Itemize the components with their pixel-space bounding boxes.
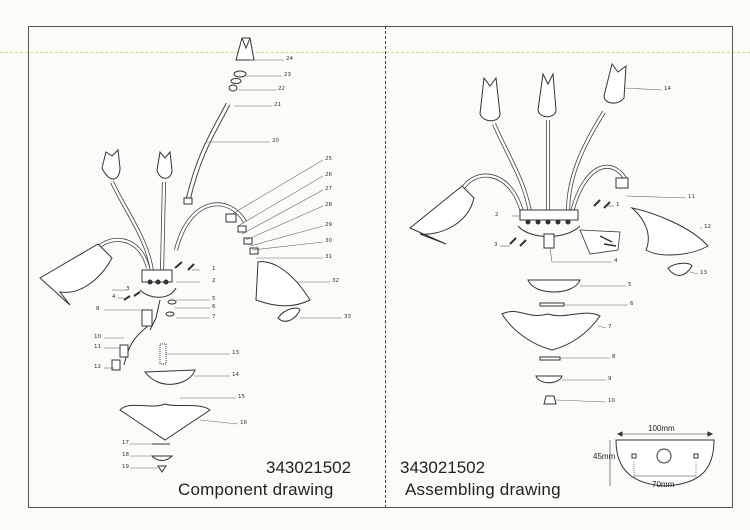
callout-15: 15 xyxy=(238,394,245,400)
callout-r1: 1 xyxy=(616,202,620,208)
callout-r13: 13 xyxy=(700,270,707,276)
callout-r11: 11 xyxy=(688,194,695,200)
callout-28: 28 xyxy=(325,202,332,208)
callout-22: 22 xyxy=(278,86,285,92)
callout-r5: 5 xyxy=(628,282,632,288)
callout-12: 12 xyxy=(94,364,101,370)
callout-23: 23 xyxy=(284,72,291,78)
callout-13: 13 xyxy=(232,350,239,356)
callout-25: 25 xyxy=(325,156,332,162)
assembled-fixture xyxy=(409,62,715,487)
left-leaders xyxy=(104,59,342,469)
callout-24: 24 xyxy=(286,56,293,62)
callout-26: 26 xyxy=(325,172,332,178)
callout-1: 1 xyxy=(212,266,216,272)
callout-r4: 4 xyxy=(614,258,618,264)
callout-20: 20 xyxy=(272,138,279,144)
callout-31: 31 xyxy=(325,254,332,260)
callout-18: 18 xyxy=(122,452,129,458)
callout-r8: 8 xyxy=(612,354,616,360)
callout-r6: 6 xyxy=(630,301,634,307)
assembling-page xyxy=(386,26,733,508)
callout-21: 21 xyxy=(274,102,281,108)
callout-r7: 7 xyxy=(608,324,612,330)
dimension-width-top: 100mm xyxy=(648,424,675,433)
exploded-arm xyxy=(183,37,255,205)
callout-r10: 10 xyxy=(608,398,615,404)
callout-r12: 12 xyxy=(704,224,711,230)
dimension-height: 45mm xyxy=(593,452,616,461)
right-drawing-number: 343021502 xyxy=(400,458,486,477)
callout-2: 2 xyxy=(212,278,216,284)
left-drawing-caption: Component drawing xyxy=(178,480,334,499)
callout-17: 17 xyxy=(122,440,129,446)
callout-19: 19 xyxy=(122,464,129,470)
right-drawing-caption: Assembling drawing xyxy=(405,480,561,499)
callout-33: 33 xyxy=(344,314,351,320)
callout-r14: 14 xyxy=(664,86,671,92)
callout-27: 27 xyxy=(325,186,332,192)
callout-7: 7 xyxy=(212,314,216,320)
callout-14: 14 xyxy=(232,372,239,378)
callout-4: 4 xyxy=(112,294,116,300)
callout-29: 29 xyxy=(325,222,332,228)
left-drawing-number: 343021502 xyxy=(266,458,352,477)
callout-11: 11 xyxy=(94,344,101,350)
page-fold xyxy=(385,26,386,508)
callout-30: 30 xyxy=(325,238,332,244)
dimension-width-bottom: 70mm xyxy=(652,480,675,489)
callout-10: 10 xyxy=(94,334,101,340)
callout-6: 6 xyxy=(212,304,216,310)
component-page xyxy=(28,26,386,508)
callout-5: 5 xyxy=(212,296,216,302)
scan-guide-line xyxy=(0,52,750,53)
callout-r9: 9 xyxy=(608,376,612,382)
callout-r2: 2 xyxy=(495,212,499,218)
callout-r3: 3 xyxy=(494,242,498,248)
callout-16: 16 xyxy=(240,420,247,426)
callout-8: 8 xyxy=(96,306,100,312)
callout-32: 32 xyxy=(332,278,339,284)
callout-3: 3 xyxy=(126,286,130,292)
right-leaders xyxy=(500,87,702,403)
left-fixture xyxy=(39,148,311,473)
